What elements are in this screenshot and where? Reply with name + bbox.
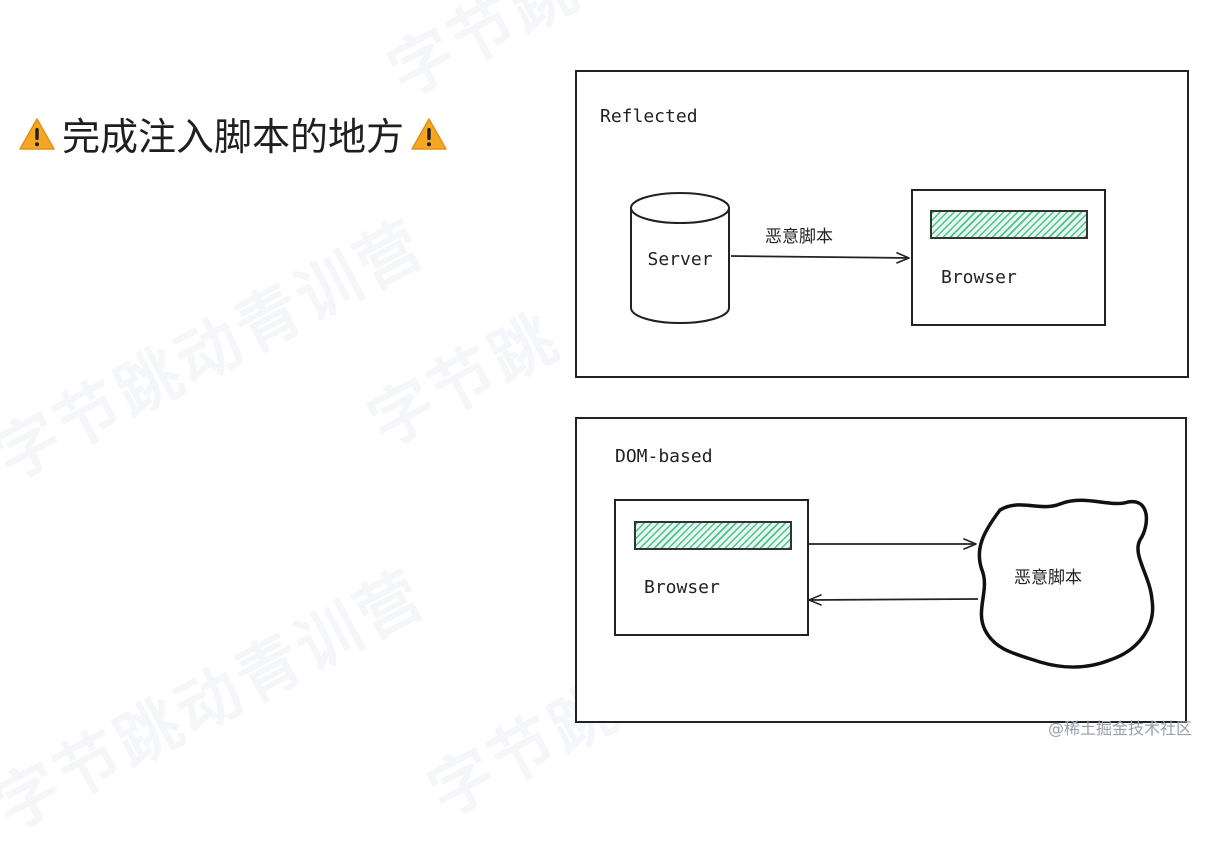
browser-label: Browser bbox=[644, 577, 720, 598]
malicious-script-cloud bbox=[977, 498, 1155, 669]
reflected-panel: Reflected 恶意脚本 Browser bbox=[575, 70, 1189, 378]
address-bar-hatch bbox=[634, 521, 792, 550]
warning-icon bbox=[18, 117, 56, 151]
arrow-server-to-browser bbox=[730, 252, 910, 264]
cloud-label: 恶意脚本 bbox=[1014, 568, 1082, 588]
panel-label-reflected: Reflected bbox=[600, 106, 698, 127]
footer-credit: @稀土掘金技术社区 bbox=[1047, 719, 1192, 738]
arrow-script-to-browser bbox=[808, 594, 979, 606]
browser-label: Browser bbox=[941, 267, 1017, 288]
server-cylinder bbox=[630, 192, 730, 324]
dom-based-panel: DOM-based Browser bbox=[575, 417, 1187, 723]
address-bar-hatch bbox=[930, 210, 1088, 239]
panel-label-dom-based: DOM-based bbox=[615, 446, 713, 467]
server-label: Server bbox=[647, 249, 712, 270]
browser-window: Browser bbox=[614, 499, 809, 636]
page-title: 完成注入脚本的地方 bbox=[18, 106, 448, 161]
diagram-shapes: Server 恶意脚本 bbox=[630, 192, 1155, 669]
browser-window: Browser bbox=[911, 189, 1106, 326]
arrow-label: 恶意脚本 bbox=[765, 227, 833, 247]
title-text: 完成注入脚本的地方 bbox=[62, 115, 405, 159]
warning-icon bbox=[410, 117, 448, 151]
